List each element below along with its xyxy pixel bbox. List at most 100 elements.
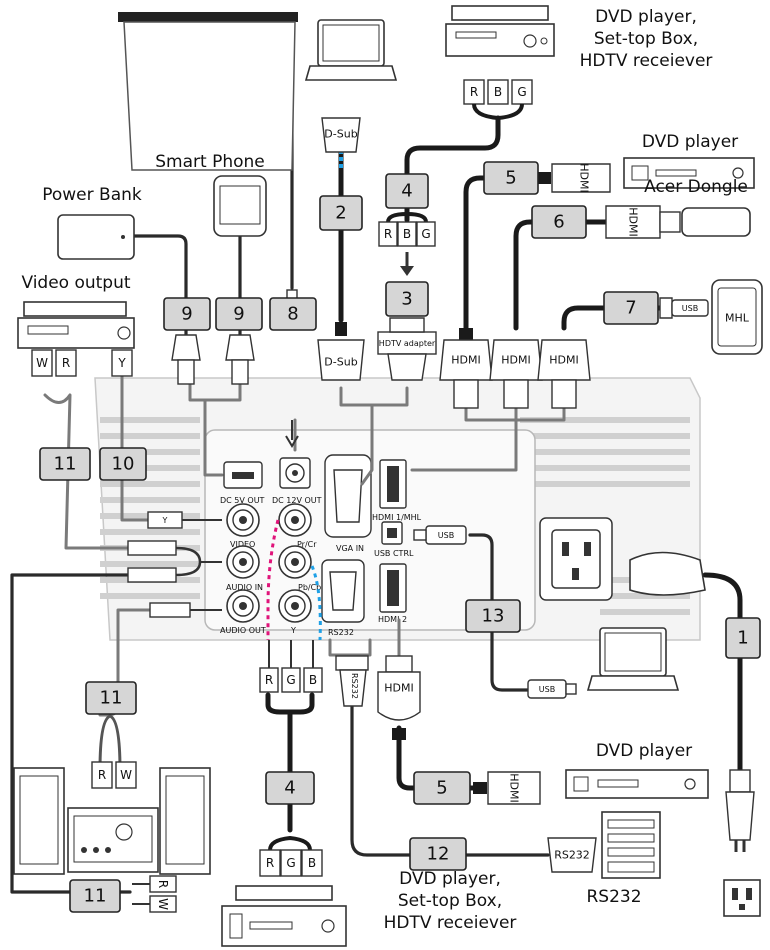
dvd-player-right-top [623, 157, 755, 189]
cable-badge-4-bottom: 4 [265, 771, 315, 805]
rca-plugs-component-proj: R G B [259, 640, 323, 693]
hdmi-plug-6-label: HDMI [501, 354, 530, 367]
power-bank-label: Power Bank [42, 185, 142, 205]
video-label: VIDEO [230, 540, 255, 549]
cable-1-line [702, 572, 743, 773]
badge-11a-label: 11 [54, 454, 77, 475]
video-out-pin-w: W [36, 356, 48, 370]
rca-plugs-component-device: R G B [259, 835, 323, 877]
rs232-device-plug-label: RS232 [554, 849, 590, 862]
rs232-plug-proj: RS232 [335, 655, 369, 707]
cable-badge-3: 3 [385, 281, 429, 317]
vga-in-label: VGA IN [336, 544, 364, 553]
dvd-player-right-top-label: DVD player [642, 132, 738, 152]
usb-plug-projector: USB [413, 525, 467, 545]
port-audio-in: AUDIO IN [226, 545, 263, 592]
cable-6-line [513, 219, 613, 331]
acer-dongle-label: Acer Dongle [644, 177, 748, 197]
bottom-pin-r: R [156, 880, 170, 888]
badge-5-bottom-label: 5 [436, 778, 447, 799]
comp-dev-pin-r: R [266, 856, 274, 870]
cable-4-bottom-line [265, 692, 315, 833]
y-label: Y [290, 626, 296, 635]
port-usb-ctrl: USB CTRL [374, 521, 414, 558]
rca-plugs-top: R B G [463, 79, 533, 121]
cable-badge-4-top: 4 [385, 173, 429, 209]
laptop-top [304, 19, 398, 81]
hdmi-plug-7-label: HDMI [549, 354, 578, 367]
badge-13-label: 13 [482, 606, 505, 627]
cable-badge-10: 10 [99, 447, 147, 481]
rca-plugs-audio-proj [127, 540, 222, 618]
mhl-label: MHL [725, 312, 750, 325]
proj-y-pin: Y [162, 516, 168, 525]
cable-badge-2: 2 [319, 195, 363, 231]
cable-badge-12: 12 [409, 837, 467, 871]
comp-dev-pin-g: G [286, 856, 295, 870]
comp-proj-pin-b: B [309, 673, 317, 687]
badge-9a-label: 9 [181, 304, 192, 325]
cable-11a-line [43, 393, 130, 550]
hdmi-top-5-label: HDMI [578, 163, 591, 192]
comp-proj-pin-r: R [265, 673, 273, 687]
dvd-stb-bottom-label-3: HDTV receiever [384, 913, 517, 933]
dvd-stack-top [445, 5, 555, 57]
acer-hdmi-label: HDMI [627, 207, 640, 236]
projection-screen [118, 12, 298, 171]
rca-plugs-bottom-rw: R W [132, 875, 177, 913]
rca-plugs-mid: R B G [378, 211, 436, 276]
rca-top-pin-1: R [470, 85, 478, 99]
rca-plug-y-proj: Y [147, 511, 222, 529]
port-hdmi1-mhl: HDMI 1/MHL [372, 459, 422, 522]
cable-10-line [120, 363, 150, 522]
dvd-player-bottom-label: DVD player [596, 741, 692, 761]
badge-3-label: 3 [401, 289, 412, 310]
rca-mid-pin-2: B [403, 227, 411, 241]
rs232-proj-plug-label: RS232 [350, 673, 359, 699]
comp-proj-pin-g: G [286, 673, 295, 687]
rs232-plug-device: RS232 [547, 837, 597, 873]
dc5v-label: DC 5V OUT [220, 496, 265, 505]
vga-bundle [339, 386, 409, 486]
audio-in-label: AUDIO IN [226, 583, 263, 592]
cable-9a-line [130, 234, 188, 337]
speaker-pin-r: R [98, 768, 106, 782]
component-magenta-dash [266, 519, 280, 640]
badge-11c-label: 11 [84, 886, 107, 907]
dvd-stb-bottom-label-2: Set-top Box, [398, 891, 502, 911]
speaker-system [13, 767, 211, 875]
dvd-stb-top-label-3: HDTV receiever [580, 51, 713, 71]
cable-badge-13: 13 [465, 599, 521, 633]
port-hdmi2: HDMI 2 [378, 563, 407, 624]
video-output-device [17, 301, 135, 349]
cable-badge-5-top: 5 [483, 161, 539, 195]
hdmi-plug-bottom-5: HDMI [473, 771, 541, 805]
cable-badge-9a: 9 [163, 297, 211, 331]
hdmi-bottom-5-label: HDMI [508, 773, 521, 802]
dsub-connector-top: D-Sub [321, 117, 361, 153]
audio-out-label: AUDIO OUT [220, 626, 266, 635]
dsub-top-label: D-Sub [324, 128, 357, 141]
port-pb-cb: Pb/Cb [278, 545, 321, 592]
component-blue-dash [310, 565, 322, 641]
hdmi-plug-7: HDMI [537, 339, 591, 409]
usb-plug-mhl: USB [659, 297, 709, 319]
rca-plugs-video-output: W R Y [31, 349, 133, 377]
cable-4-top-line [404, 115, 501, 223]
badge-4-top-label: 4 [401, 181, 412, 202]
pr-cr-label: Pr/Cr [297, 540, 317, 549]
hdmi-plug-top-5: HDMI [537, 163, 611, 193]
bottom-pin-w: W [156, 898, 170, 910]
dvd-stb-top-label-2: Set-top Box, [594, 29, 698, 49]
dsub-bottom-label: D-Sub [324, 356, 357, 369]
video-output-label: Video output [21, 273, 130, 293]
hdmi-plug-hdmi2-label: HDMI [384, 682, 413, 695]
cable-5-bottom-line [396, 725, 483, 791]
acer-dongle-device: HDMI [605, 205, 751, 239]
dsub-connector-bottom: D-Sub [317, 322, 365, 381]
cable-badge-8: 8 [269, 297, 317, 331]
hdmi1-label: HDMI 1/MHL [372, 513, 422, 522]
usb-laptop-label: USB [539, 685, 555, 694]
dvd-stack-bottom [221, 885, 347, 947]
